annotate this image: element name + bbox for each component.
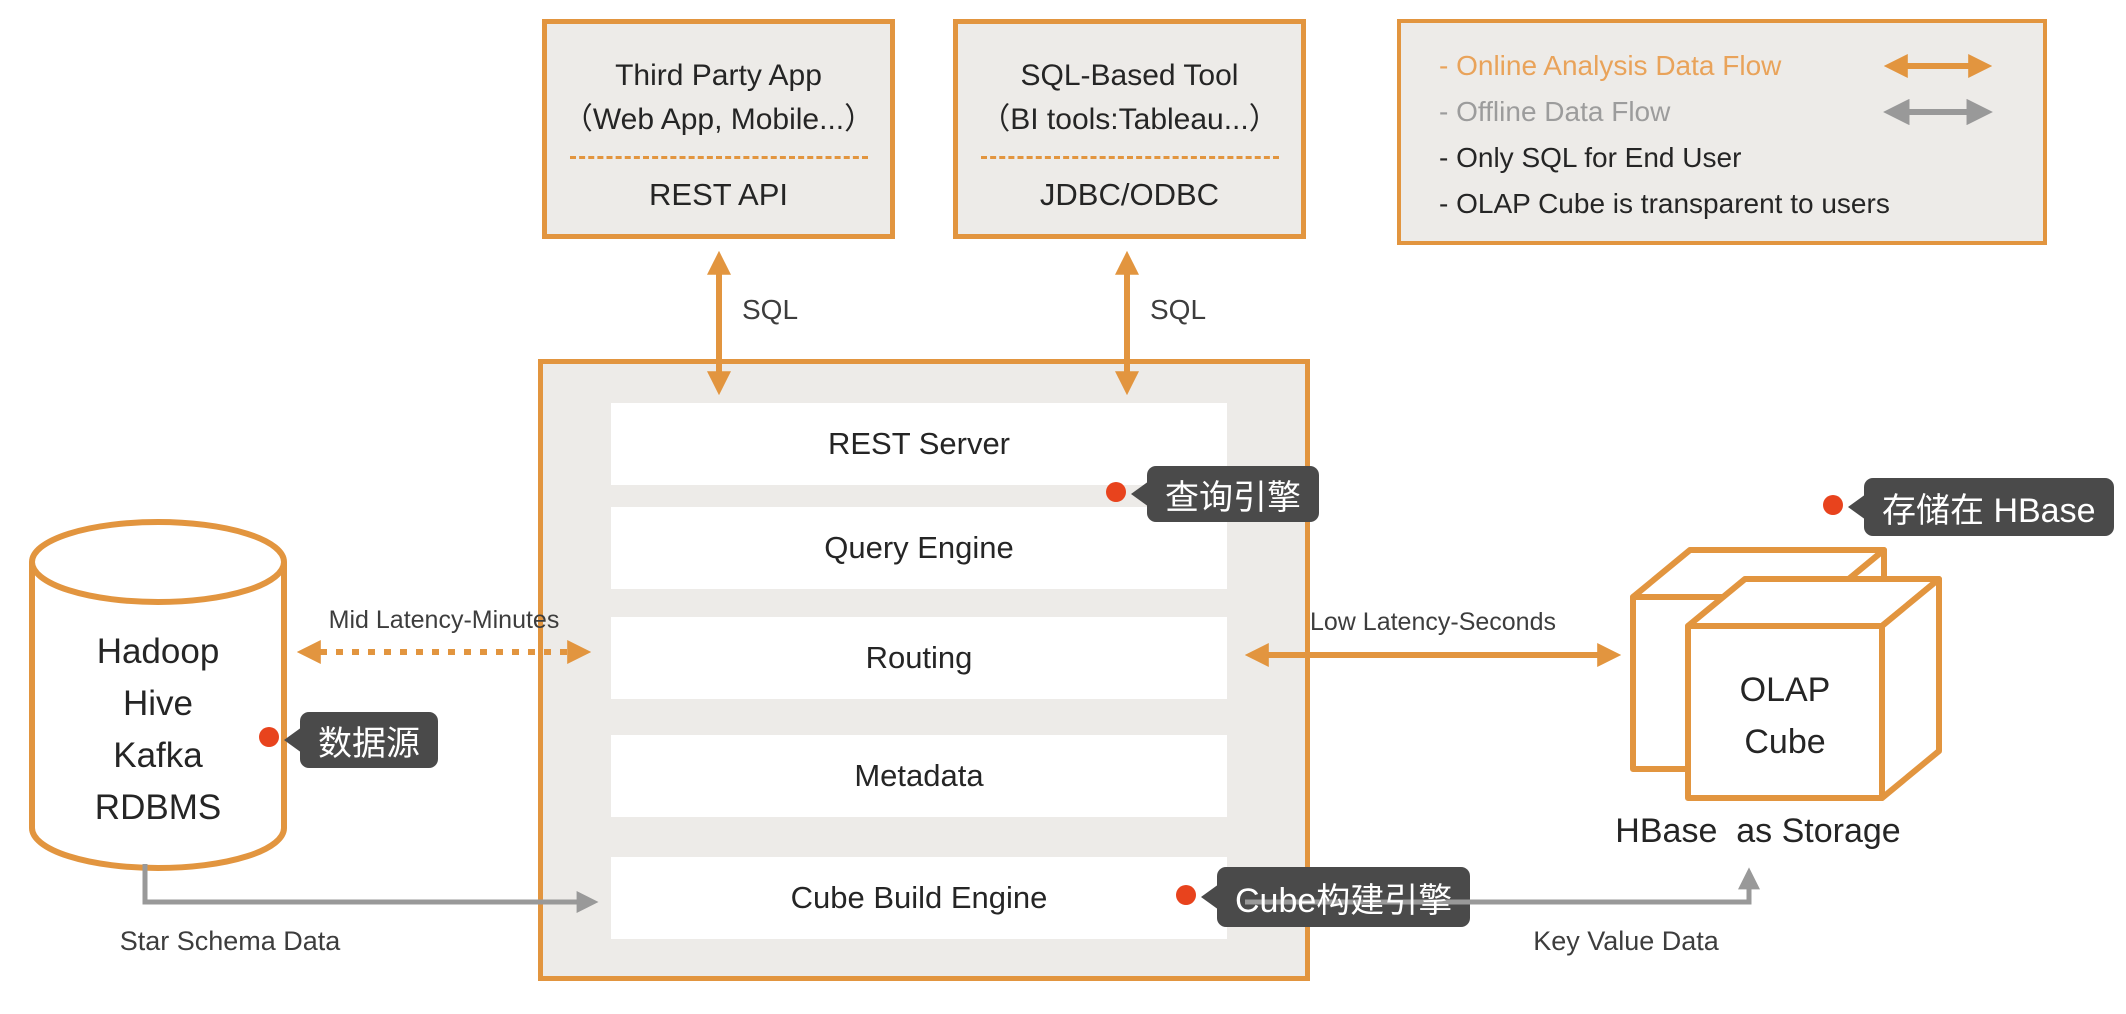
- callout-query-engine-text: 查询引擎: [1165, 478, 1301, 517]
- legend-item-offline-flow: - Offline Data Flow: [1439, 96, 1671, 127]
- callout-data-source-text: 数据源: [318, 724, 420, 763]
- sql-label-left: SQL: [742, 294, 799, 325]
- legend-item-online-flow: - Online Analysis Data Flow: [1439, 50, 1782, 81]
- server-row-rest-server: REST Server: [611, 403, 1227, 485]
- callout-bubble: [1147, 466, 1319, 522]
- callout-bubble: [300, 712, 438, 768]
- sql-based-tool-box: SQL-Based Tool （BI tools:Tableau...） JDB…: [953, 19, 1306, 239]
- datasource-rdbms: RDBMS: [94, 788, 222, 827]
- olap-cubes: [1630, 547, 1942, 801]
- legend-item-only-sql: - Only SQL for End User: [1439, 142, 1742, 173]
- key-value-data-label: Key Value Data: [1533, 926, 1719, 956]
- low-latency-label: Low Latency-Seconds: [1310, 608, 1556, 636]
- datasource-hadoop: Hadoop: [96, 632, 220, 671]
- callout-query-engine: 查询引擎: [1131, 466, 1319, 522]
- callout-pointer-icon: [1201, 884, 1219, 910]
- third-party-app-subtitle: （Web App, Mobile...）: [562, 103, 875, 136]
- third-party-app-title: Third Party App: [615, 59, 822, 92]
- callout-data-source: 数据源: [284, 712, 438, 768]
- star-schema-data-label: Star Schema Data: [119, 926, 341, 956]
- sql-label-right: SQL: [1150, 294, 1207, 325]
- legend-item-olap-transparent: - OLAP Cube is transparent to users: [1439, 188, 1890, 219]
- star-schema-flow-line: [142, 864, 599, 914]
- callout-cube-build: Cube构建引擎: [1201, 867, 1471, 927]
- sql-tool-title: SQL-Based Tool: [1020, 59, 1239, 92]
- datasource-hive: Hive: [122, 684, 194, 723]
- legend-box: - Online Analysis Data Flow - Offline Da…: [1397, 19, 2047, 245]
- callout-pointer-icon: [284, 727, 302, 753]
- callout-hbase-storage-text: 存储在 HBase: [1882, 491, 2096, 530]
- server-row-metadata: Metadata: [611, 735, 1227, 817]
- red-dot-icon: [259, 727, 279, 747]
- gray-double-arrow-icon: [1883, 99, 1993, 125]
- mid-latency-label: Mid Latency-Minutes: [328, 606, 560, 634]
- datasource-label: Hadoop Hive Kafka RDBMS: [32, 626, 284, 834]
- hbase-as-storage-caption: HBase as Storage: [1615, 812, 1901, 850]
- datasource-kafka: Kafka: [113, 736, 203, 775]
- red-dot-icon: [1823, 495, 1843, 515]
- sql-tool-subtitle: （BI tools:Tableau...）: [980, 103, 1279, 136]
- server-row-routing: Routing: [611, 617, 1227, 699]
- server-row-query-engine: Query Engine: [611, 507, 1227, 589]
- callout-hbase-storage: 存储在 HBase: [1848, 478, 2114, 536]
- callout-pointer-icon: [1131, 481, 1149, 507]
- dashed-divider: [980, 156, 1279, 159]
- orange-double-arrow-icon: [1883, 54, 1993, 78]
- callout-pointer-icon: [1848, 494, 1866, 520]
- cube-line: Cube: [1744, 723, 1826, 761]
- jdbc-odbc-label: JDBC/ODBC: [1039, 177, 1220, 212]
- olap-line: OLAP: [1739, 671, 1831, 709]
- third-party-app-box: Third Party App （Web App, Mobile...） RES…: [542, 19, 895, 239]
- dashed-divider: [569, 156, 868, 159]
- rest-api-label: REST API: [649, 177, 788, 212]
- datasource-cylinder: [29, 519, 287, 871]
- callout-bubble: [1864, 478, 2114, 536]
- callout-cube-build-text: Cube构建引擎: [1235, 881, 1453, 920]
- red-dot-icon: [1106, 482, 1126, 502]
- callout-bubble: [1217, 867, 1471, 927]
- red-dot-icon: [1176, 885, 1196, 905]
- server-row-cube-build-engine: Cube Build Engine: [611, 857, 1227, 939]
- olap-cube-label: OLAP Cube: [1688, 664, 1882, 768]
